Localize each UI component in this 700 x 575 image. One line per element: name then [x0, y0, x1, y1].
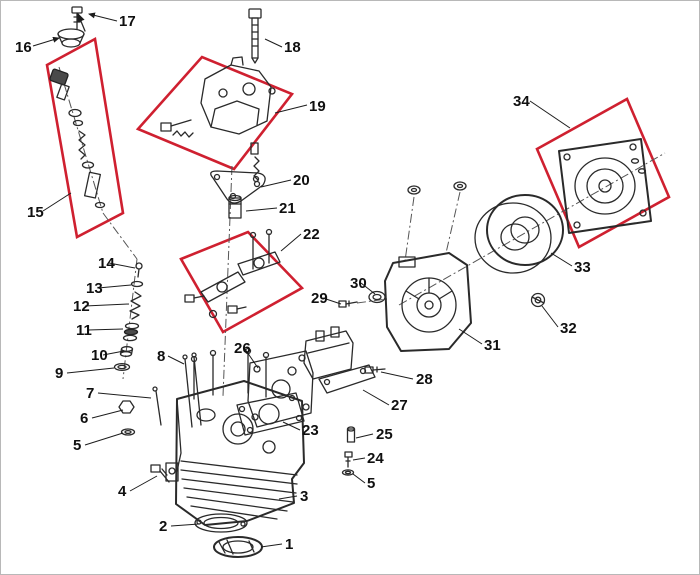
part-label-21: 21	[279, 200, 296, 217]
part-label-5: 5	[73, 437, 81, 454]
part-label-16: 16	[15, 39, 32, 56]
highlight-box-carburetor	[135, 55, 295, 171]
part-label-19: 19	[309, 98, 326, 115]
part-label-30: 30	[350, 275, 367, 292]
part-label-23: 23	[302, 422, 319, 439]
bolt-24	[344, 451, 353, 468]
pin-25	[346, 426, 356, 443]
carburetor-assembly-19	[160, 56, 276, 188]
part-label-26: 26	[234, 340, 251, 357]
part-label-15: 15	[27, 204, 44, 221]
washer-5	[120, 428, 136, 436]
direction-arrow	[77, 12, 86, 32]
part-label-4: 4	[118, 483, 127, 500]
leader-lines	[32, 12, 573, 548]
highlight-box-fan-cover	[535, 97, 671, 249]
bracket-assembly-27	[303, 326, 376, 394]
valve-spring-stack	[113, 262, 144, 372]
part-labels: 17 16 18 19 34 20 15 21 22 33 14 13 30 2…	[15, 13, 591, 553]
bolt-18	[248, 8, 262, 64]
tappet-21	[228, 194, 242, 219]
stud-7	[152, 386, 162, 426]
part-label-24: 24	[367, 450, 384, 467]
part-label-13: 13	[86, 280, 103, 297]
part-label-25: 25	[376, 426, 393, 443]
part-label-9: 9	[55, 365, 63, 382]
plate-gasket-26	[247, 350, 314, 428]
flange-nut-left	[407, 185, 421, 195]
flange-nut-right	[453, 181, 467, 191]
part-label-32: 32	[560, 320, 577, 337]
seal-ring-9	[113, 362, 131, 372]
part-label-10: 10	[91, 347, 108, 364]
washer-5-right	[341, 469, 355, 476]
bolt-29	[338, 300, 358, 308]
round-cover-1	[213, 536, 263, 558]
highlight-box-valve-assembly	[45, 36, 125, 239]
part-label-29: 29	[311, 290, 328, 307]
breather-cap-16	[57, 28, 85, 48]
part-label-20: 20	[293, 172, 310, 189]
starter-pulley-33	[474, 194, 564, 274]
rocker-arm-assembly-22	[184, 228, 281, 319]
part-label-11: 11	[76, 322, 92, 339]
part-label-22: 22	[303, 226, 320, 243]
part-label-2: 2	[159, 518, 167, 535]
bolt-17	[71, 6, 86, 32]
highlight-box-rocker-assembly	[179, 230, 305, 334]
part-label-33: 33	[574, 259, 591, 276]
part-label-12: 12	[73, 298, 90, 315]
head-gasket-23	[236, 392, 305, 436]
part-drawings	[49, 6, 652, 558]
flange-nut-32	[530, 292, 546, 308]
cylinder-head-3	[165, 347, 305, 526]
base-gasket-2	[194, 513, 248, 533]
part-label-7: 7	[86, 385, 94, 402]
part-label-1: 1	[285, 536, 293, 553]
part-label-18: 18	[284, 39, 301, 56]
fan-cover-34	[558, 138, 652, 234]
part-label-17: 17	[119, 13, 136, 30]
push-rods-8	[182, 352, 202, 428]
part-label-31: 31	[484, 337, 501, 354]
part-label-6: 6	[80, 410, 88, 427]
part-label-34: 34	[513, 93, 530, 110]
part-label-28: 28	[416, 371, 433, 388]
part-label-27: 27	[391, 397, 408, 414]
retainer-13	[130, 280, 144, 288]
washer-set-11	[122, 322, 140, 342]
valve-assembly-15	[49, 68, 106, 209]
part-label-14: 14	[98, 255, 115, 272]
nut-6	[118, 400, 135, 414]
pin-14	[135, 262, 143, 270]
part-label-8: 8	[157, 348, 165, 365]
spring-12	[129, 291, 142, 320]
part-label-3: 3	[300, 488, 308, 505]
flywheel-shroud-31	[384, 252, 472, 352]
part-label-5b: 5	[367, 475, 375, 492]
small-gasket-30	[368, 290, 386, 304]
bolt-28	[364, 366, 386, 374]
highlight-boxes	[45, 36, 671, 334]
collar-10	[119, 346, 134, 357]
